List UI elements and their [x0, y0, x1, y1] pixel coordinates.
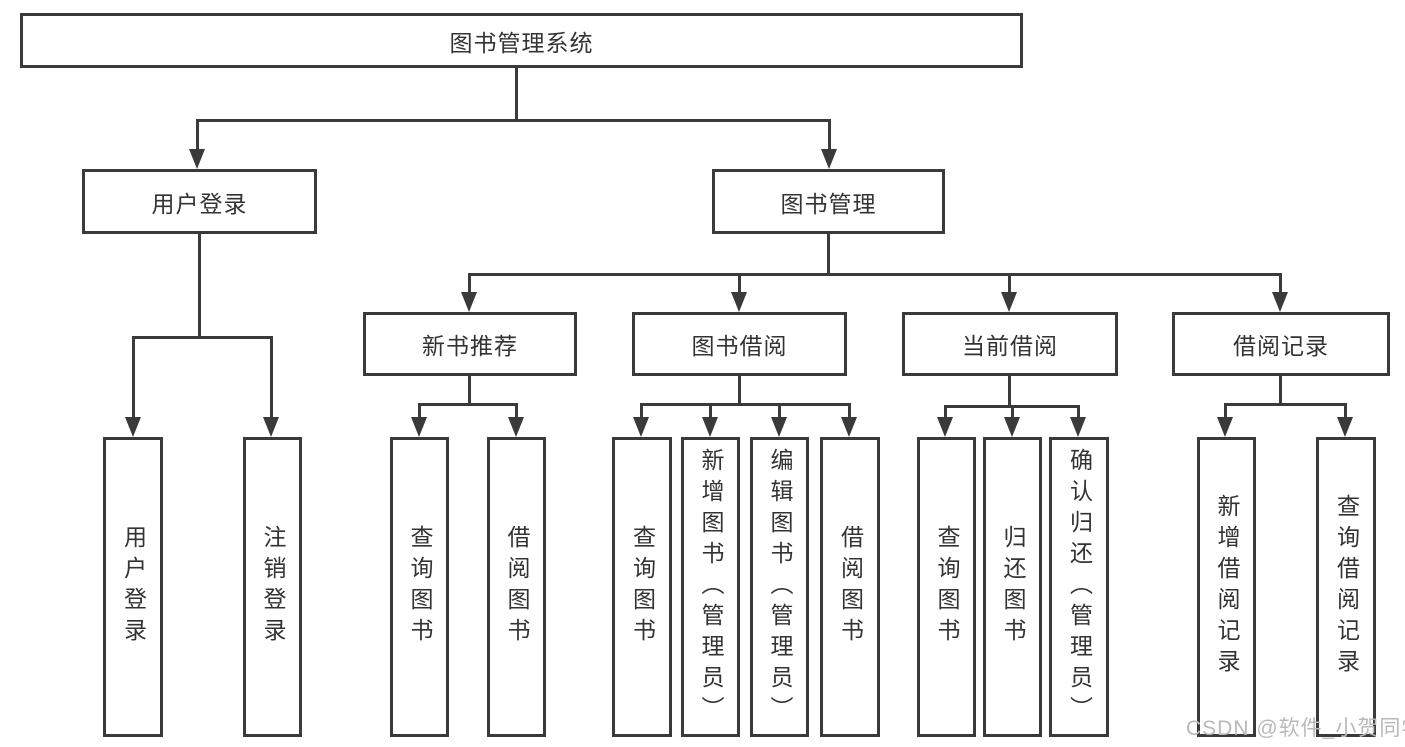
connector-stub — [468, 376, 471, 406]
arrow-down-icon — [1337, 417, 1353, 437]
connector-drop — [515, 403, 518, 419]
connector-stub — [1008, 376, 1011, 408]
arrow-down-icon — [841, 417, 857, 437]
node-borrowing-records: 借阅记录 — [1172, 312, 1390, 376]
connector-stub — [738, 376, 741, 406]
arrow-down-icon — [821, 149, 837, 169]
connector-drop — [1008, 273, 1011, 294]
connector-branch — [132, 336, 273, 339]
connector-drop — [1279, 273, 1282, 294]
connector-drop — [1344, 403, 1347, 419]
node-label: 当前借阅 — [962, 333, 1058, 359]
node-label: 用户登录 — [120, 525, 147, 649]
connector-branch — [640, 403, 851, 406]
arrow-down-icon — [508, 417, 524, 437]
node-label: 借阅记录 — [1233, 333, 1329, 359]
connector-drop — [848, 403, 851, 419]
arrow-down-icon — [1217, 417, 1233, 437]
node-label: 编辑图书（管理员） — [767, 447, 793, 727]
arrow-down-icon — [1004, 417, 1020, 437]
node-leaf-return-books: 归还图书 — [983, 437, 1042, 737]
node-new-book-recommend: 新书推荐 — [363, 312, 577, 376]
connector-branch — [418, 403, 518, 406]
connector-drop — [418, 403, 421, 419]
node-label: 图书管理系统 — [449, 29, 594, 56]
node-user-login: 用户登录 — [82, 169, 317, 234]
node-label: 归还图书 — [1000, 525, 1026, 649]
connector-stub — [1279, 376, 1282, 406]
node-book-management: 图书管理 — [712, 169, 945, 234]
arrow-down-icon — [1001, 292, 1017, 312]
connector-drop — [944, 405, 947, 419]
arrow-down-icon — [189, 149, 205, 169]
node-leaf-borrow-books-bb: 借阅图书 — [820, 437, 880, 737]
connector-drop — [640, 403, 643, 419]
connector-stub — [515, 66, 518, 119]
connector-drop — [828, 119, 831, 151]
arrow-down-icon — [702, 417, 718, 437]
arrow-down-icon — [633, 417, 649, 437]
node-leaf-confirm-return-admin: 确认归还（管理员） — [1049, 437, 1109, 737]
connector-branch — [196, 119, 831, 122]
node-label: 新增图书（管理员） — [698, 447, 724, 727]
node-label: 用户登录 — [151, 190, 248, 217]
node-current-borrowing: 当前借阅 — [902, 312, 1118, 376]
arrow-down-icon — [461, 292, 477, 312]
node-leaf-edit-books-admin: 编辑图书（管理员） — [750, 437, 809, 737]
connector-stub — [827, 234, 830, 276]
arrow-down-icon — [771, 417, 787, 437]
node-label: 确认归还（管理员） — [1066, 447, 1093, 727]
arrow-down-icon — [937, 417, 953, 437]
node-leaf-borrow-books-nb: 借阅图书 — [487, 437, 546, 737]
node-label: 注销登录 — [260, 525, 286, 649]
connector-drop — [468, 273, 471, 294]
node-leaf-query-borrow-record: 查询借阅记录 — [1316, 437, 1376, 737]
arrow-down-icon — [263, 417, 279, 437]
arrow-down-icon — [1070, 417, 1086, 437]
node-leaf-add-books-admin: 新增图书（管理员） — [681, 437, 740, 737]
csdn-watermark: CSDN @软件_小贺同学 — [1186, 717, 1405, 740]
arrow-down-icon — [1272, 292, 1288, 312]
node-label: 新增借阅记录 — [1214, 494, 1240, 680]
node-library-system: 图书管理系统 — [20, 13, 1023, 68]
node-label: 借阅图书 — [837, 525, 864, 649]
node-label: 图书管理 — [780, 190, 877, 217]
node-label: 新书推荐 — [422, 333, 518, 359]
connector-drop — [1077, 405, 1080, 419]
node-label: 查询图书 — [407, 525, 433, 649]
connector-drop — [738, 273, 741, 294]
connector-drop — [778, 403, 781, 419]
connector-drop — [709, 403, 712, 419]
connector-drop — [132, 336, 135, 418]
connector-drop — [1011, 405, 1014, 419]
node-label: 图书借阅 — [691, 333, 788, 359]
node-leaf-query-books-bb: 查询图书 — [612, 437, 672, 737]
connector-branch — [1224, 403, 1347, 406]
connector-drop — [1224, 403, 1227, 419]
connector-drop — [196, 119, 199, 151]
node-label: 查询借阅记录 — [1333, 494, 1360, 680]
connector-drop — [270, 336, 273, 418]
node-leaf-user-login: 用户登录 — [103, 437, 163, 737]
node-leaf-query-books-nb: 查询图书 — [390, 437, 449, 737]
node-leaf-add-borrow-record: 新增借阅记录 — [1197, 437, 1256, 737]
node-book-borrowing: 图书借阅 — [632, 312, 847, 376]
node-leaf-logout: 注销登录 — [243, 437, 302, 737]
node-label: 查询图书 — [934, 525, 960, 649]
node-label: 借阅图书 — [504, 525, 530, 649]
node-leaf-query-books-cb: 查询图书 — [917, 437, 976, 737]
arrow-down-icon — [411, 417, 427, 437]
connector-branch — [468, 273, 1282, 276]
arrow-down-icon — [731, 292, 747, 312]
node-label: 查询图书 — [629, 525, 656, 649]
connector-stub — [198, 233, 201, 336]
arrow-down-icon — [125, 417, 141, 437]
